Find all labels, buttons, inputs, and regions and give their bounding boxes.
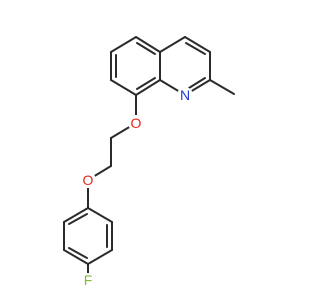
- bond-inner: [136, 77, 156, 90]
- bond: [184, 36, 211, 53]
- bond: [87, 207, 113, 223]
- ethoxy-linker: [87, 94, 137, 209]
- oxygen-label: O: [83, 172, 94, 188]
- atom-label-fluorine: F: [81, 272, 95, 288]
- methyl-bond: [209, 79, 235, 95]
- quinoline-benzo-ring: [110, 36, 161, 96]
- bond: [159, 36, 186, 53]
- bond: [87, 249, 113, 265]
- nitrogen-label: N: [180, 87, 190, 103]
- bond: [63, 249, 89, 265]
- bond-inner: [136, 42, 156, 55]
- quinoline-pyridine-ring: [159, 36, 235, 96]
- atom-label-oxygen-phenoxy: O: [80, 172, 96, 188]
- atom-label-nitrogen: N: [177, 87, 193, 103]
- bond: [135, 36, 161, 53]
- bond: [110, 79, 137, 96]
- bond: [110, 36, 137, 53]
- molecule-structure: N O O F: [63, 36, 235, 288]
- bond: [63, 207, 89, 223]
- bond-inner: [68, 213, 88, 225]
- fluorine-label: F: [84, 272, 93, 288]
- bond: [135, 79, 161, 96]
- oxygen-label: O: [131, 115, 142, 131]
- bond-inner: [185, 42, 206, 55]
- bond-inner: [68, 247, 88, 259]
- fluorophenyl-ring: [63, 207, 113, 276]
- bond-inner: [188, 77, 206, 89]
- atom-label-oxygen-quinoline: O: [128, 115, 144, 131]
